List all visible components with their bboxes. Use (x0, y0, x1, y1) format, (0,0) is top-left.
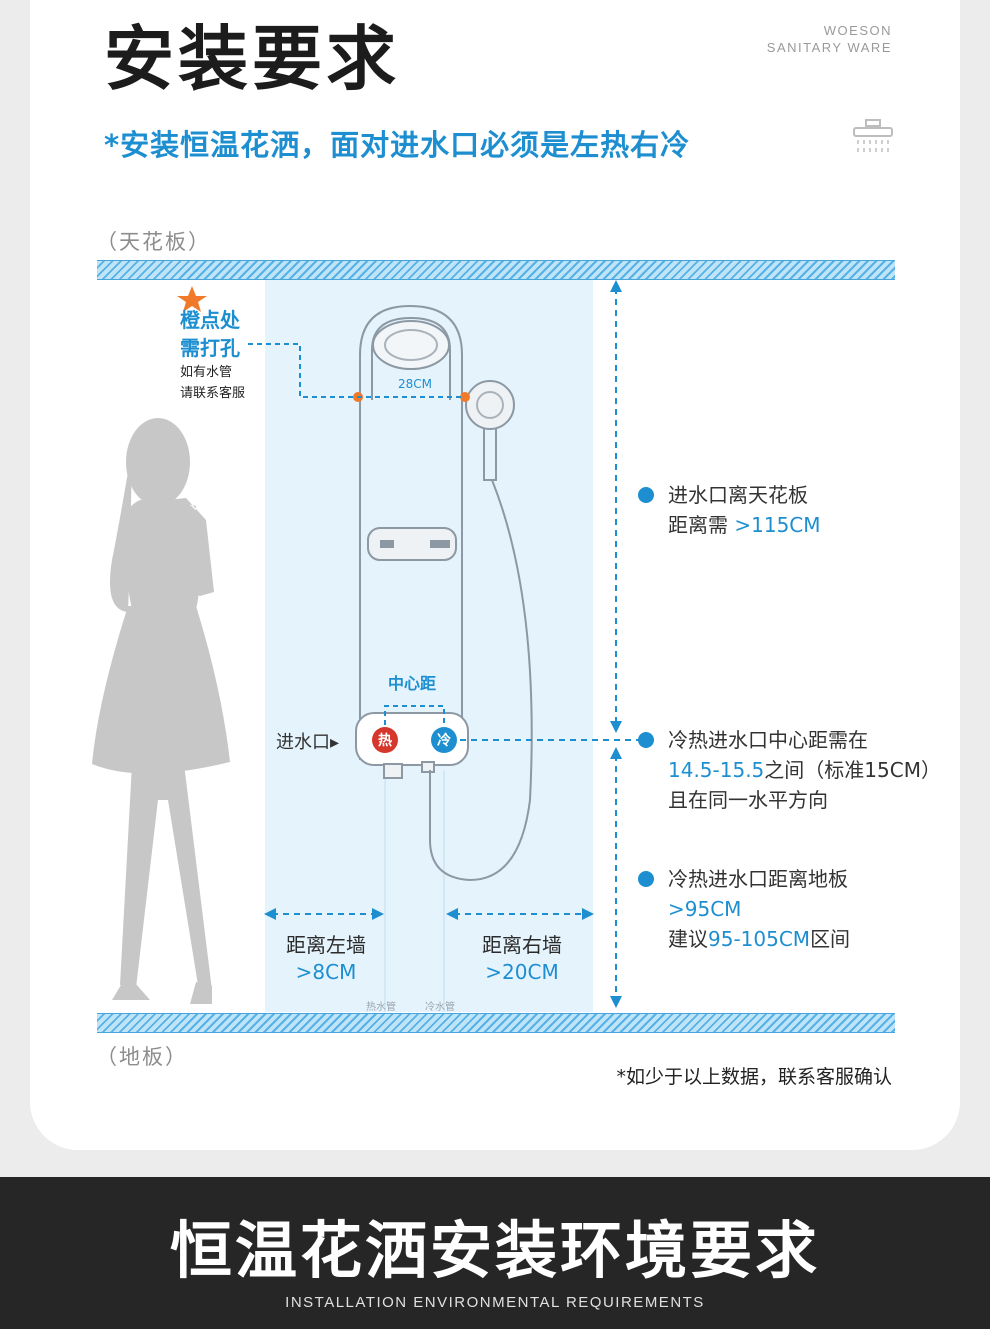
info-ceiling: 进水口离天花板 距离需 >115CM (638, 480, 821, 540)
brand-line-2: SANITARY WARE (766, 40, 892, 55)
install-subtitle: *安装恒温花洒，面对进水口必须是左热右冷 (104, 128, 691, 162)
shower-head-icon (852, 118, 894, 160)
info-center-line-2: 14.5-15.5之间（标准15CM） (640, 755, 941, 785)
info-ceiling-line-2: 距离需 >115CM (640, 510, 821, 540)
center-distance-label: 中心距 (388, 674, 437, 693)
right-wall-line-2: >20CM (485, 960, 559, 984)
info-floor-line-3: 建议95-105CM区间 (640, 924, 850, 954)
hole-note-line-2: 需打孔 (180, 336, 240, 360)
floor-beam (97, 1013, 895, 1033)
banner-title: 恒温花洒安装环境要求 (169, 1214, 820, 1287)
hot-symbol: 热 (378, 733, 392, 749)
right-wall-line-1: 距离右墙 (482, 933, 562, 957)
page-title: 安装要求 (104, 18, 400, 100)
width-28cm-label: 28CM (398, 377, 433, 391)
info-center: 冷热进水口中心距需在 14.5-15.5之间（标准15CM） 且在同一水平方向 (638, 725, 941, 815)
info-floor-line-1: 冷热进水口距离地板 (668, 867, 848, 891)
banner-subtitle: INSTALLATION ENVIRONMENTAL REQUIREMENTS (285, 1294, 705, 1311)
info-center-line-3: 且在同一水平方向 (668, 788, 828, 812)
info-floor-line-2: >95CM (668, 897, 742, 921)
hole-note-line-3: 如有水管 (180, 365, 233, 380)
ceiling-label: （天花板） (96, 230, 211, 254)
bullet-dot (638, 871, 654, 887)
info-floor-value: 95-105CM (708, 927, 811, 951)
star-icon (177, 286, 207, 312)
hole-note-line-4: 请联系客服 (180, 386, 246, 401)
info-center-value: 14.5-15.5 (668, 758, 765, 782)
right-wall-distance: 距离右墙 >20CM (460, 932, 584, 986)
left-wall-line-1: 距离左墙 (286, 933, 366, 957)
bullet-dot (638, 487, 654, 503)
left-wall-distance: 距离左墙 >8CM (266, 932, 386, 986)
info-ceiling-line-1: 进水口离天花板 (668, 483, 808, 507)
bottom-banner (0, 1177, 990, 1329)
brand-line-1: WOESON (823, 23, 892, 38)
hand-shower-icon (428, 380, 533, 882)
left-wall-line-2: >8CM (295, 960, 357, 984)
inlet-label: 进水口▸ (276, 732, 340, 753)
info-ceiling-prefix: 距离需 (668, 513, 735, 537)
cold-pipe-label: 冷水管 (425, 1002, 455, 1013)
footnote: *如少于以上数据，联系客服确认 (616, 1066, 892, 1088)
info-floor: 冷热进水口距离地板 >95CM 建议95-105CM区间 (638, 864, 850, 954)
floor-label: （地板） (96, 1045, 188, 1069)
info-floor-suffix: 区间 (810, 927, 851, 951)
info-center-line-1: 冷热进水口中心距需在 (668, 728, 868, 752)
person-silhouette (92, 418, 230, 1004)
brand-mark: WOESON SANITARY WARE (767, 22, 892, 56)
hole-note: 橙点处 需打孔 如有水管 请联系客服 (180, 306, 245, 404)
hot-inlet-marker (372, 727, 398, 753)
info-center-suffix: 之间（标准15CM） (764, 758, 941, 782)
cold-inlet-marker (431, 727, 457, 753)
info-ceiling-value: >115CM (734, 513, 821, 537)
bullet-dot (638, 732, 654, 748)
hole-dot-right (460, 392, 470, 402)
install-zone (265, 279, 593, 1012)
hot-pipe-label: 热水管 (366, 1002, 396, 1013)
installation-diagram (92, 280, 640, 1012)
ceiling-beam (97, 260, 895, 280)
info-floor-prefix: 建议 (668, 927, 708, 951)
cold-symbol: 冷 (437, 733, 451, 749)
hole-note-line-1: 橙点处 (180, 308, 240, 332)
